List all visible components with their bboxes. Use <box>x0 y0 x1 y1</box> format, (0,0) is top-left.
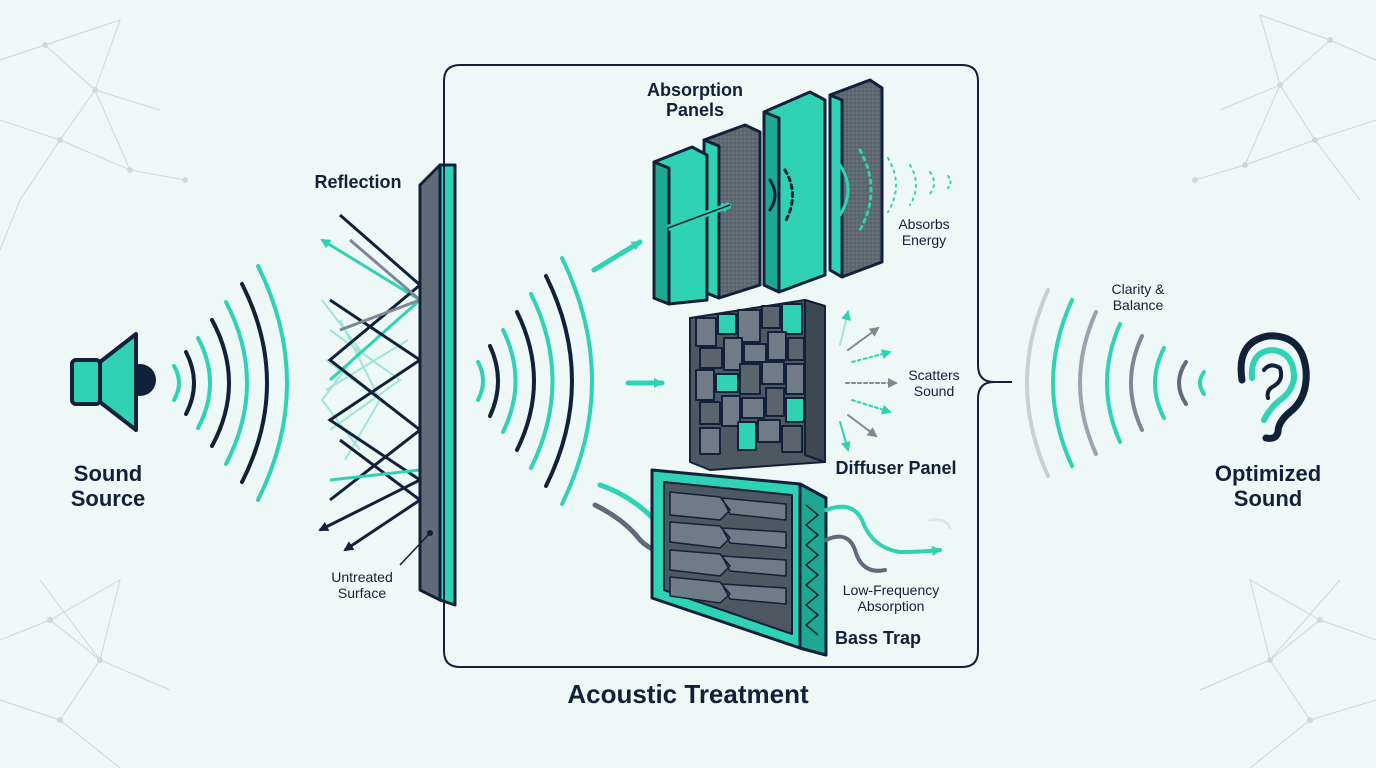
output-sound-waves <box>1025 288 1206 478</box>
bass-trap-label: Bass Trap <box>834 628 922 648</box>
untreated-wall <box>399 163 457 607</box>
background-nodes <box>42 37 1333 723</box>
absorption-panels <box>652 78 884 306</box>
source-sound-waves <box>172 264 289 502</box>
diffuser-panel <box>689 299 826 471</box>
scattered-rays <box>839 310 898 452</box>
ear-icon <box>1237 332 1310 442</box>
low-frequency-waves <box>824 504 952 573</box>
reflection-rays <box>318 213 423 552</box>
speaker-icon <box>70 332 156 432</box>
incoming-sound-waves <box>476 256 594 506</box>
acoustic-treatment-title: Acoustic Treatment <box>567 679 809 709</box>
bass-trap <box>650 468 828 657</box>
reflection-label: Reflection <box>314 172 402 192</box>
absorption-arrow-outline <box>667 204 731 229</box>
clarity-balance-label: Clarity &Balance <box>1111 281 1165 313</box>
diffuser-panel-label: Diffuser Panel <box>835 458 957 478</box>
treatment-bracket <box>443 64 1012 668</box>
absorbed-waves <box>768 148 952 232</box>
background-network <box>0 14 1376 768</box>
